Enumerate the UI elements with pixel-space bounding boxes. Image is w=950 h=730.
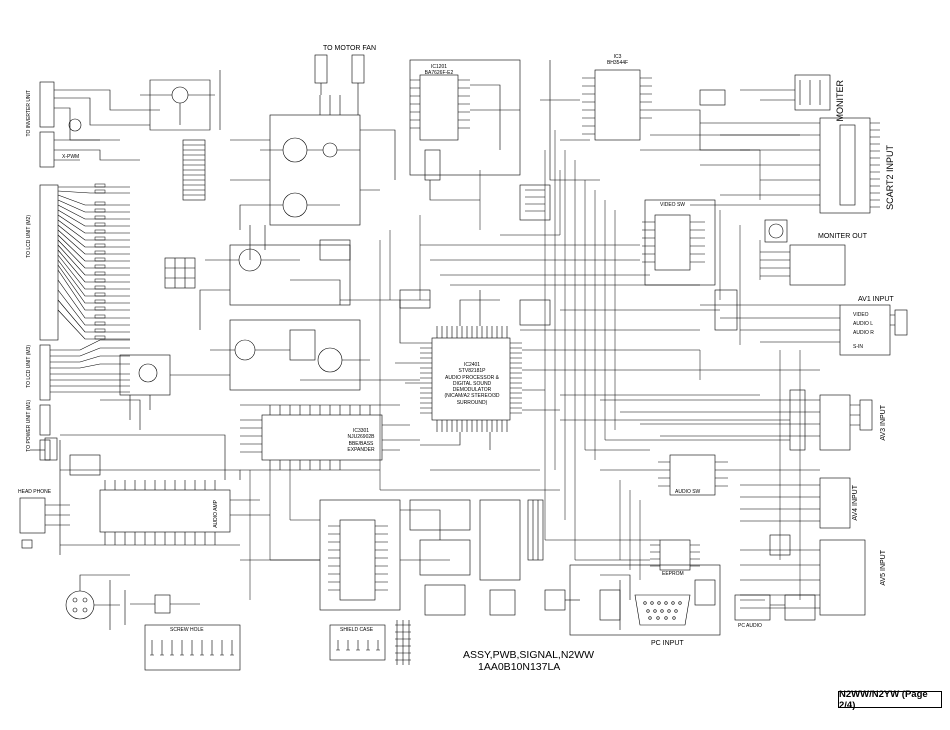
pc-input-connector: [569, 564, 721, 636]
top-center-ic: [409, 59, 551, 221]
pc-audio-connector: [734, 594, 816, 621]
head-phone-label: HEAD PHONE: [18, 489, 52, 495]
audio-processor-text: IC2401 STV82181P AUDIO PROCESSOR & DIGIT…: [434, 362, 510, 406]
screw-hole-box: [144, 624, 241, 671]
monitor-switch: [740, 74, 831, 111]
resistor-array: [94, 183, 106, 340]
lcd-unit-label-2: TO LCD UNIT (M3): [26, 345, 32, 388]
moniter-out-label: MONITER OUT: [818, 233, 867, 240]
headphone-jack: [19, 497, 70, 549]
av3-input-label: AV3 INPUT: [880, 405, 887, 441]
audio-sw-ic: [600, 454, 820, 496]
shield-case-label: SHIELD CASE: [340, 627, 374, 633]
eeprom-ic: [650, 539, 700, 571]
transistor-cluster-top: [230, 54, 396, 260]
av4-input-label: AV4 INPUT: [852, 485, 859, 521]
power-section: [54, 70, 221, 161]
top-ic-ref: IC1201: [430, 64, 448, 70]
av1-input-label: AV1 INPUT: [858, 296, 894, 303]
audio-amp-label: AUDIO AMP: [213, 500, 219, 528]
audio-processor-ref: IC2401: [463, 362, 481, 368]
audio-processor-desc3: (NICAM/A2 STEREO/3D SURROUND): [444, 393, 500, 406]
bottom-resistor-column: [395, 620, 411, 665]
video-sw-ic: [642, 199, 716, 286]
bottom-center-ic: [319, 499, 580, 616]
top-right-ic-part: BH3544F: [606, 60, 629, 67]
motor-fan-label: TO MOTOR FAN: [323, 45, 377, 52]
shield-case-box: [329, 624, 386, 661]
top-right-ic-ref: IC3: [613, 54, 622, 60]
pc-audio-label: PC AUDIO: [738, 623, 762, 629]
video-sw-label: VIDEO SW: [660, 202, 686, 208]
connector-fanout-lines: [50, 186, 130, 393]
transistor-cluster-low: [100, 319, 370, 430]
top-ic-text: IC1201 BA7626F-E2: [418, 64, 460, 77]
av5-connector: [740, 534, 866, 616]
av5-input-label: AV5 INPUT: [880, 550, 887, 586]
bass-expander-ref: IC3301: [352, 428, 370, 434]
top-ic-part: BA7626F-E2: [424, 70, 454, 77]
audio-processor-part: STV82181P: [458, 368, 486, 375]
resistor-ladder: [182, 139, 206, 201]
av3-connector: [600, 389, 873, 451]
assy-part-number: 1AA0B10N137LA: [478, 661, 561, 673]
bus-lines: [240, 130, 820, 600]
left-power-bus: [30, 434, 226, 555]
power-unit-label: TO POWER UNIT (M1): [26, 400, 32, 452]
av1-audio-l-label: AUDIO L: [853, 321, 874, 327]
moniter-out-connector: [760, 219, 846, 286]
lcd-unit-label-1: TO LCD UNIT (M2): [26, 215, 32, 258]
audio-processor-ic: [395, 289, 560, 450]
av1-audio-r-label: AUDIO R: [853, 330, 874, 336]
audio-processor-desc1: AUDIO PROCESSOR &: [445, 374, 499, 381]
audio-sw-label: AUDIO SW: [675, 489, 701, 495]
bass-expander-part: NJU26902B: [347, 434, 375, 441]
av4-connector: [740, 477, 851, 529]
scart2-input-label: SCART2 INPUT: [885, 145, 895, 210]
av1-video-label: VIDEO: [853, 312, 869, 318]
top-right-ic-text: IC3 BH3544F: [590, 54, 645, 67]
left-connector-bank: [39, 81, 59, 461]
din-connector: [65, 574, 200, 630]
bass-expander-desc2: EXPANDER: [347, 446, 375, 453]
scart2-connector: [690, 117, 880, 214]
transistor-cluster-mid: [199, 239, 351, 330]
eeprom-label: EEPROM: [662, 571, 684, 577]
audio-processor-desc2: DIGITAL SOUND DEMODULATOR: [452, 380, 492, 393]
top-right-ic: [540, 60, 750, 181]
x-pwm-label: X-PWM: [62, 154, 80, 160]
screw-hole-label: SCREW HOLE: [170, 627, 204, 633]
inverter-label: TO INVERTER UNIT: [26, 90, 32, 137]
audio-amp-ic: [60, 454, 270, 546]
bass-expander-ic: [240, 404, 420, 471]
small-table: [164, 257, 196, 289]
page-badge: N2WW/N2YW (Page 2/4): [838, 689, 942, 711]
assy-label: ASSY,PWB,SIGNAL,N2WW: [463, 649, 595, 661]
av1-s-in-label: S-IN: [853, 344, 863, 350]
pc-input-label: PC INPUT: [651, 640, 684, 647]
bass-expander-text: IC3301 NJU26902B BBE/BASS EXPANDER: [340, 428, 382, 453]
bass-expander-desc1: BBE/BASS: [348, 440, 374, 447]
moniter-label: MONITER: [835, 80, 845, 122]
